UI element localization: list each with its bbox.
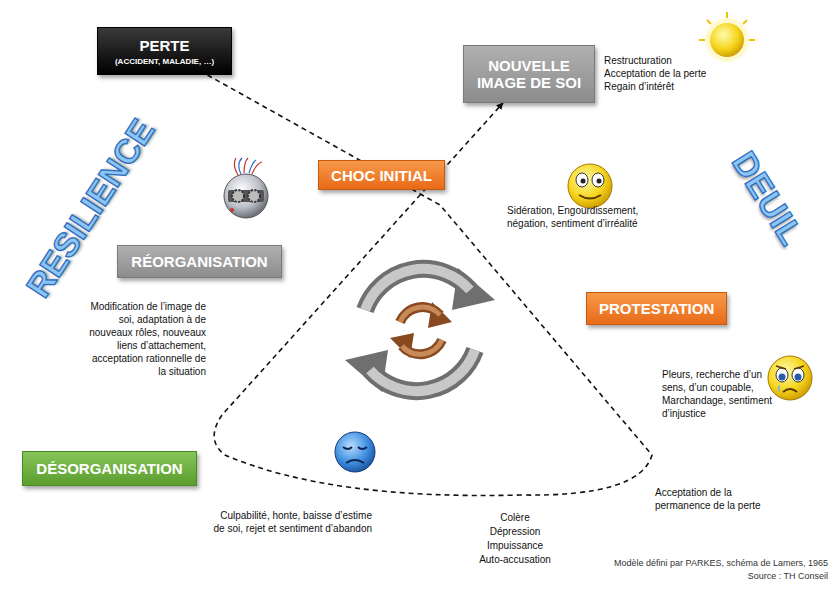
box-title: PERTE (139, 37, 189, 54)
stage-note: Culpabilité, honte, baisse d’estime de s… (212, 509, 372, 535)
crying-face-icon (768, 356, 812, 400)
box-subtitle: (ACCIDENT, MALADIE, …) (115, 57, 214, 66)
stage-note: Auto-accusation (455, 553, 575, 566)
stage-box: DÉSORGANISATION (22, 451, 197, 486)
stage-note: Impuissance (455, 539, 575, 552)
box-title: PROTESTATION (599, 300, 714, 317)
stage-box: RÉORGANISATION (117, 245, 282, 278)
stage-note: Sidération, Engourdissement, négation, s… (507, 204, 642, 230)
sad-face-icon (335, 432, 375, 472)
stage-note: Acceptation de la perte (604, 67, 706, 80)
stage-note: Modification de l’image de soi, adaptati… (84, 300, 206, 378)
gear-robot-icon (224, 158, 268, 218)
smiley-icon (568, 164, 612, 208)
stage-note: Restructuration (604, 54, 672, 67)
box-title: DÉSORGANISATION (36, 460, 182, 477)
stage-note: Regain d’intérêt (604, 80, 674, 93)
stage-box: PROTESTATION (586, 292, 727, 325)
stage-note: Colère (455, 511, 575, 524)
side-title: DEUIL (727, 146, 810, 251)
stage-box: PERTE (ACCIDENT, MALADIE, …) (97, 27, 232, 75)
stage-box: CHOC INITIAL (318, 160, 445, 190)
source-note: Source : TH Conseil (578, 571, 828, 583)
box-title: RÉORGANISATION (131, 253, 267, 270)
box-title: CHOC INITIAL (331, 167, 432, 184)
box-title: NOUVELLE IMAGE DE SOI (476, 57, 582, 91)
stage-note: Acceptation de la permanence de la perte (655, 486, 780, 512)
cycle-symbol (345, 268, 495, 392)
stage-note: Dépression (455, 525, 575, 538)
stage-note: Pleurs, recherche d’un sens, d’un coupab… (662, 368, 774, 420)
dashed-connector (207, 75, 652, 496)
stage-box: NOUVELLE IMAGE DE SOI (463, 45, 595, 103)
source-note: Modèle défini par PARKES, schéma de Lame… (578, 558, 828, 570)
sun-icon (699, 12, 755, 62)
